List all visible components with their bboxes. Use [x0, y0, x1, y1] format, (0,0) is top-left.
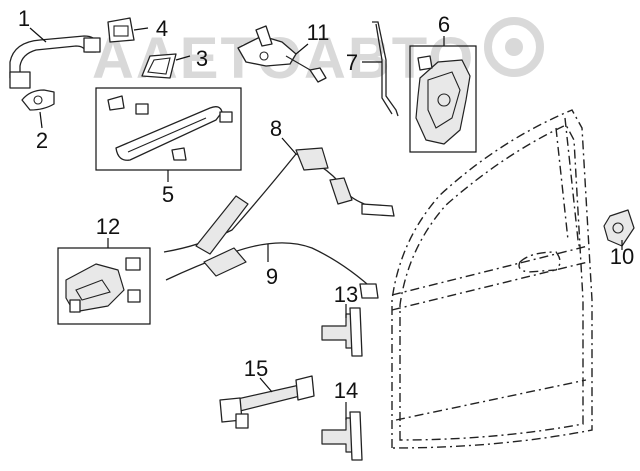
callout-15: 15 — [244, 356, 268, 381]
part-12-inner-handle — [65, 257, 141, 313]
part-13-upper-hinge — [321, 307, 363, 357]
callout-8: 8 — [270, 116, 282, 141]
part-1-outer-handle — [9, 35, 101, 89]
callout-6: 6 — [438, 12, 450, 37]
part-12-group-box — [57, 247, 151, 325]
callout-10: 10 — [610, 244, 634, 269]
part-14-lower-hinge — [321, 411, 363, 461]
callout-14: 14 — [334, 378, 358, 403]
leader-1 — [29, 27, 47, 43]
callout-12: 12 — [96, 214, 120, 239]
leader-3 — [175, 55, 191, 61]
leader-2 — [39, 111, 43, 129]
callout-5: 5 — [162, 182, 174, 207]
leader-4 — [133, 27, 149, 31]
leader-15 — [259, 377, 273, 393]
door-outline — [391, 109, 593, 449]
part-5-handle-base — [107, 95, 233, 161]
callout-4: 4 — [156, 16, 168, 41]
part-6-door-latch — [415, 55, 471, 145]
part-3-gasket — [141, 53, 177, 79]
callout-9: 9 — [266, 264, 278, 289]
callout-11: 11 — [307, 20, 330, 45]
callout-2: 2 — [36, 128, 48, 153]
watermark-circle-center — [505, 38, 523, 56]
callout-13: 13 — [334, 282, 358, 307]
leader-8 — [281, 137, 297, 155]
callout-1: 1 — [18, 6, 30, 31]
part-6-group-box — [409, 45, 477, 153]
part-8-cable — [163, 147, 395, 255]
part-9-cable — [165, 242, 379, 299]
leader-11 — [295, 43, 309, 55]
watermark-circle-icon — [484, 17, 544, 77]
part-15-door-checker — [219, 375, 315, 429]
part-2-handle-cap — [21, 89, 55, 111]
callout-3: 3 — [196, 46, 208, 71]
part-11-actuator — [237, 25, 327, 83]
part-10-striker — [603, 209, 635, 247]
part-7-lock-rod — [372, 21, 399, 117]
part-4-cap — [107, 17, 135, 43]
callout-7: 7 — [346, 50, 358, 75]
